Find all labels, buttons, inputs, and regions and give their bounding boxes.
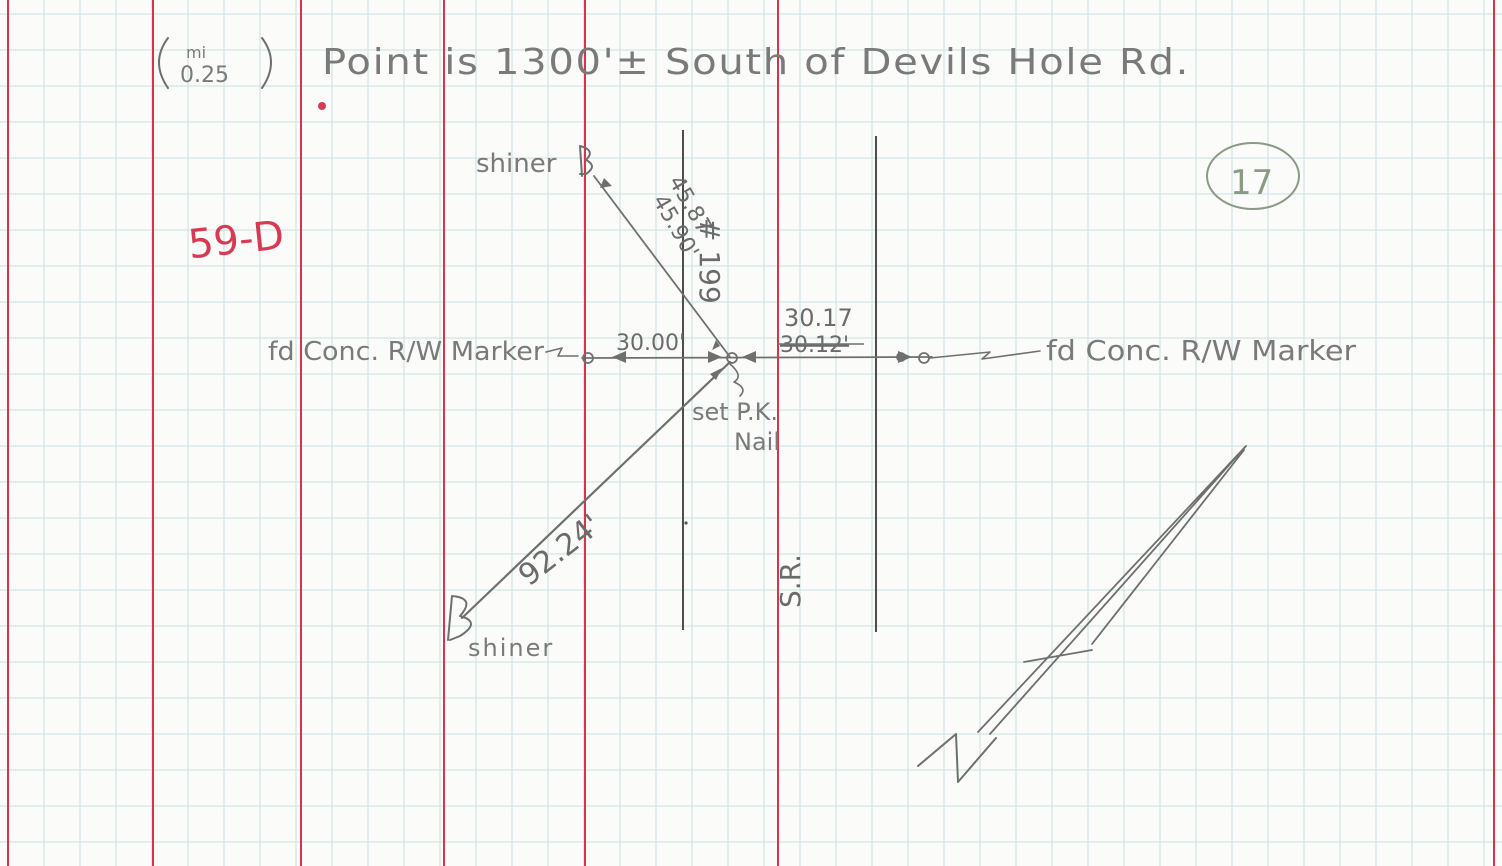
arrowhead [710,368,722,380]
road-edge-lines [682,130,877,632]
measurement-right-offset-new: 30.17 [784,304,853,332]
measurement-right-offset-struck: 30.12' [780,333,849,358]
route-prefix-label: S.R. [774,554,807,608]
pk-nail-point [726,352,738,364]
shiner-symbol-bottom [447,595,472,641]
baseline [581,356,933,359]
survey-lines [460,175,1041,620]
red-dot [318,102,326,110]
sheet-id: 59-D [186,212,286,268]
marker-right-label: fd Conc. R/W Marker [1046,334,1357,367]
marker-tick [896,352,906,362]
north-letter [917,733,997,783]
marker-left-label: fd Conc. R/W Marker [268,337,544,367]
right-marker-point [918,352,930,364]
left-marker-point [582,352,594,364]
location-note: Point is 1300'± South of Devils Hole Rd. [322,42,1190,83]
leader-left-marker [545,347,579,357]
arrowhead [612,351,626,363]
arrowhead [708,351,722,363]
shiner-symbol-top [579,145,593,177]
arrowheads [600,178,912,380]
shiner-symbols [447,145,593,641]
mileage-unit: mi [186,43,206,62]
tie-line-top-shiner [593,175,731,358]
arrowhead [600,178,612,188]
pk-nail-label-line1: set P.K. [692,398,778,426]
shiner-top-label: shiner [476,149,557,179]
measurement-left-offset: 30.00' [616,331,685,356]
measurement-diagonal-bottom: 92.24' [512,508,608,594]
page-number: 17 [1230,163,1273,203]
north-arrow [917,445,1247,783]
arrowhead [712,340,720,350]
mileage-value: 0.25 [180,63,229,88]
leader-pk-nail [729,363,744,397]
page-number-circle: 17 [1206,142,1300,210]
arrowhead [742,351,756,363]
tie-line-bottom-shiner [460,360,732,620]
pk-nail-label-line2: Nail [734,428,780,456]
shiner-bottom-label: shiner [468,634,554,662]
survey-points [582,352,930,364]
route-number-label: # 199 [693,218,726,304]
mileage-note: mi 0.25 [158,37,272,89]
leader-right-marker [929,350,1041,360]
pencil-dot [684,521,688,525]
red-column-rules [7,0,1495,866]
